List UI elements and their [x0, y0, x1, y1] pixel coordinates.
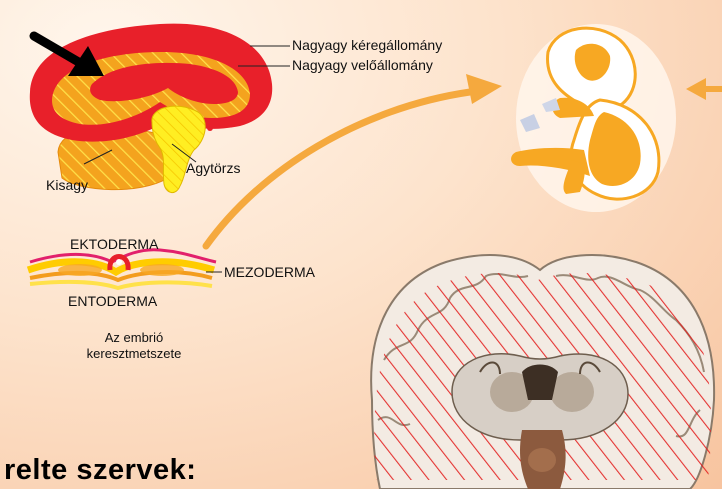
- brain-side-view: [30, 24, 290, 193]
- cerebellum-label: Kisagy: [46, 177, 88, 193]
- brain-coronal-section: [371, 255, 714, 489]
- mesoderm-label: MEZODERMA: [224, 264, 315, 280]
- ectoderm-label: EKTODERMA: [70, 236, 158, 252]
- embryo-caption: Az embrió keresztmetszete: [74, 330, 194, 362]
- medulla-label: Nagyagy velőállomány: [292, 57, 433, 73]
- right-edge-arrow: [686, 78, 722, 100]
- endoderm-label: ENTODERMA: [68, 293, 157, 309]
- cortex-label: Nagyagy kéregállomány: [292, 37, 442, 53]
- embryo-figure: [511, 24, 676, 212]
- germ-layers: [28, 250, 222, 288]
- brainstem-label: Agytörzs: [186, 160, 240, 176]
- bottom-heading: relte szervek:: [4, 454, 196, 487]
